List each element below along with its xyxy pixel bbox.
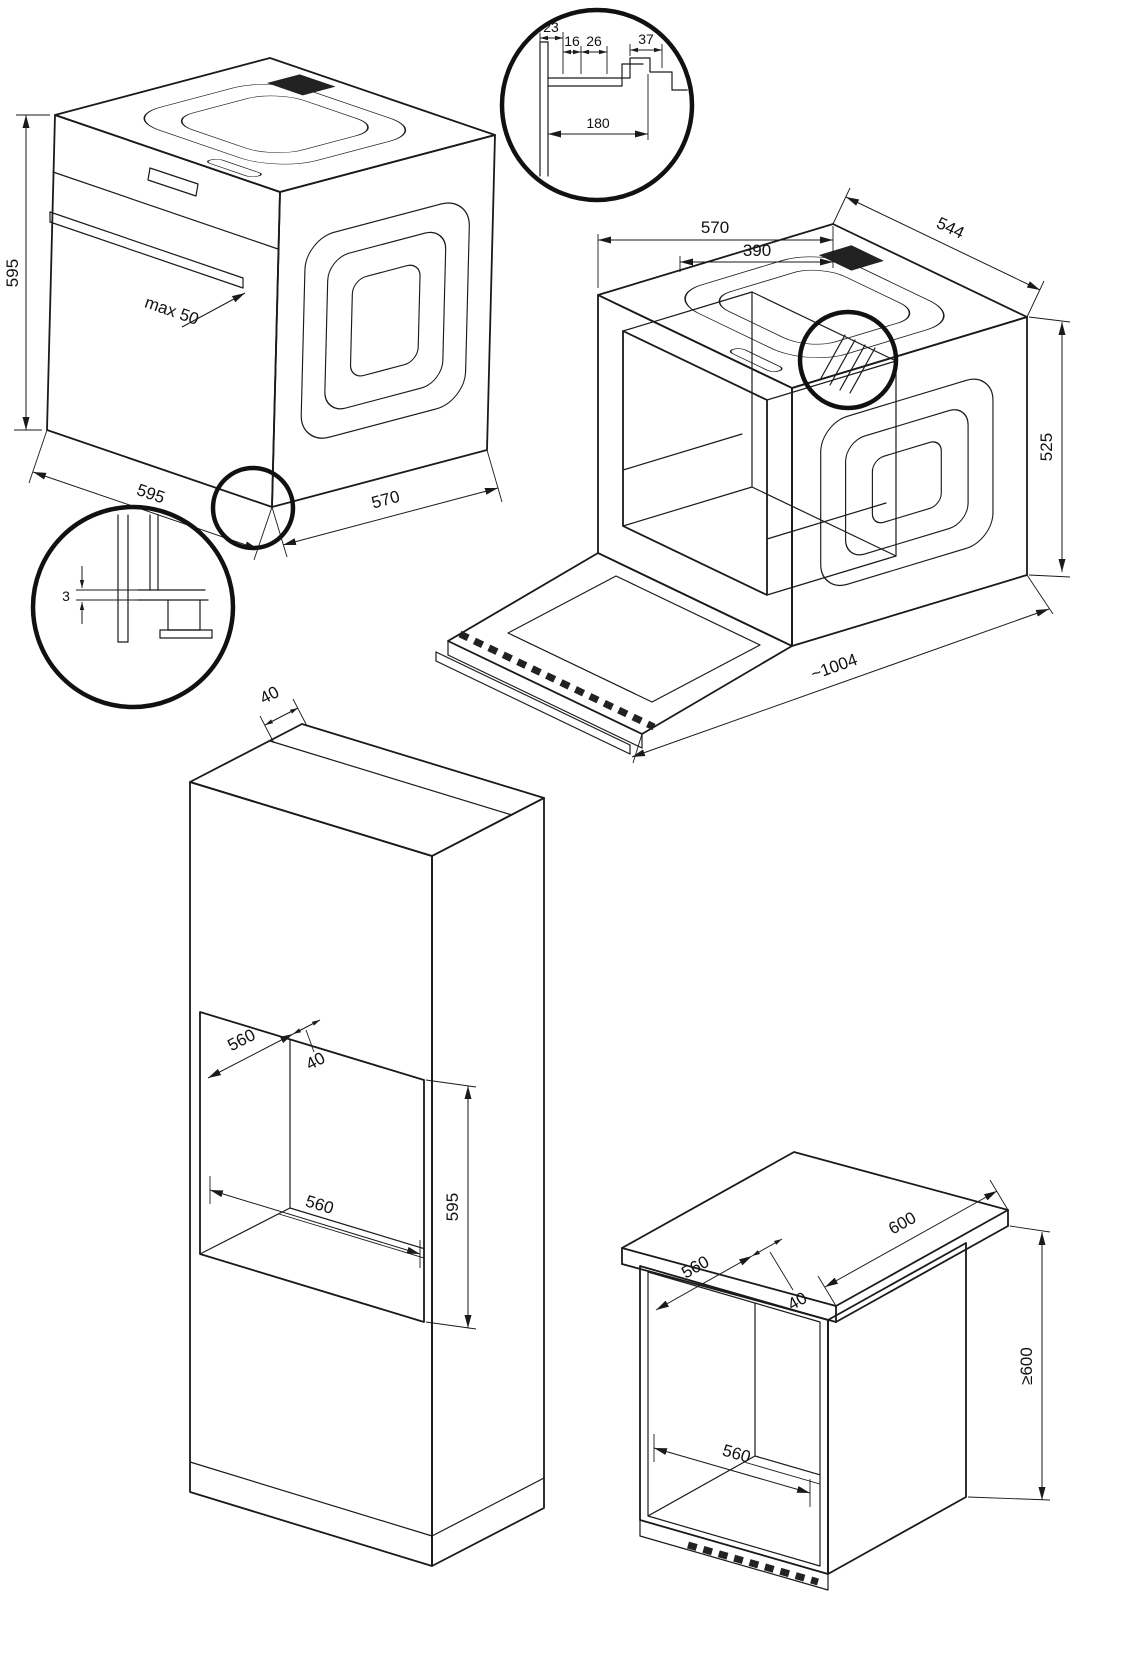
worktop (621, 1151, 1009, 1307)
dim-label-open-width: 544 (933, 213, 967, 242)
door-inner-glass (507, 575, 761, 703)
mains-terminal-block (266, 74, 336, 96)
open-oven-top-face (597, 223, 1028, 389)
dim-label-open-height: 525 (1037, 433, 1056, 461)
hinge-callout-circle (797, 309, 899, 411)
cabinet-right-face (431, 797, 545, 1567)
dim-label-oven-height: 595 (3, 259, 22, 287)
cabinet-front-face (189, 781, 433, 1567)
oven-niche-opening (647, 1271, 821, 1567)
foot-detail: 3 (30, 504, 236, 710)
base-cabinet-view: 600 560 40 560 ≥600 (621, 1151, 1051, 1591)
dim-label-16: 16 (564, 33, 580, 49)
dim-label-worktop-depth: 600 (885, 1208, 919, 1238)
dim-label-niche-depth: 560 (225, 1025, 259, 1055)
dim-label-37: 37 (638, 31, 654, 47)
oven-open-view: 570 390 544 525 ~1004 (435, 187, 1071, 764)
top-corner-detail: 23 16 26 37 180 (499, 7, 695, 203)
plinth-vent-grille (687, 1541, 819, 1586)
detail-circle (499, 7, 695, 203)
display-window (147, 167, 199, 197)
dim-label-foot-gap: 3 (62, 588, 70, 604)
dim-label-26: 26 (586, 33, 602, 49)
dim-label-open-depth: 570 (701, 218, 729, 237)
dim-label-niche-width: 560 (720, 1441, 753, 1467)
dim-label-rear-gap: 40 (303, 1048, 329, 1074)
tall-cabinet-view: 40 560 40 560 595 (189, 682, 545, 1567)
dim-label-door-depth: 390 (743, 241, 771, 260)
hinge-detail (797, 309, 899, 411)
cabinet-body-right (827, 1242, 967, 1575)
oven-closed-view: 595 595 570 max 50 (3, 57, 503, 561)
dim-label-23: 23 (543, 19, 559, 35)
foot-callout-circle (30, 504, 236, 710)
mains-terminal-block (818, 245, 884, 271)
door-vent-slots (458, 630, 656, 731)
oven-top-face (54, 57, 496, 193)
dim-label-oven-width: 595 (134, 480, 167, 507)
dim-label-niche-height: 595 (443, 1193, 462, 1221)
corner-callout-circle (210, 465, 296, 551)
dim-label-180: 180 (586, 115, 610, 131)
open-door (447, 552, 793, 735)
oven-right-face (271, 134, 496, 508)
dim-label-oven-depth: 570 (369, 487, 401, 513)
dim-label-handle-clearance: max 50 (142, 293, 201, 329)
dim-label-top-gap: 40 (257, 682, 283, 708)
dim-label-niche-height: ≥600 (1017, 1347, 1036, 1385)
